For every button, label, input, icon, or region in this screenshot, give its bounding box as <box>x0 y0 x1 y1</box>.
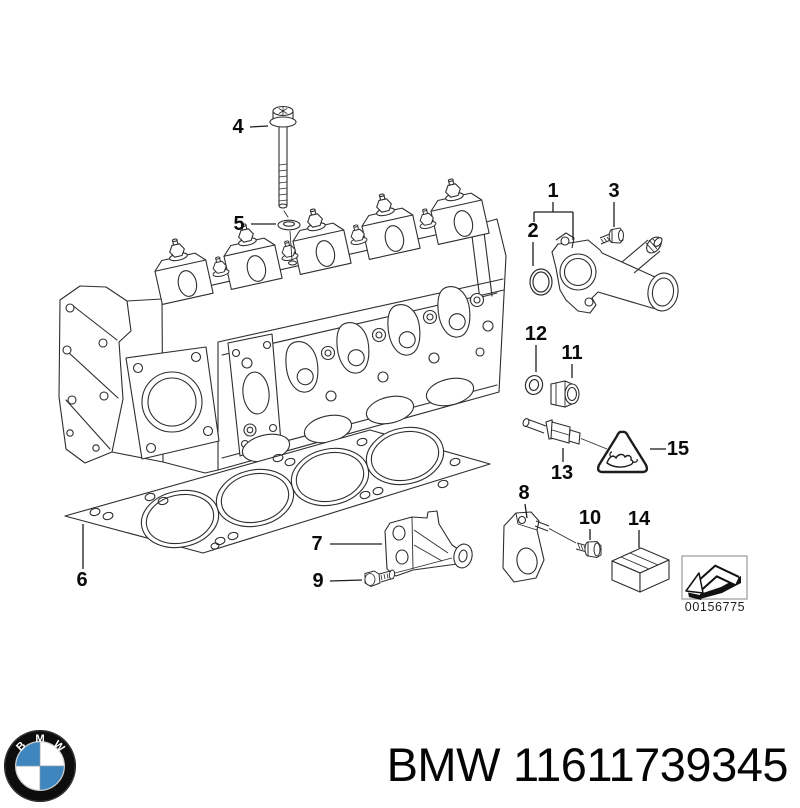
callout-1: 1 <box>547 180 559 202</box>
callout-15: 15 <box>666 438 690 460</box>
logo-letter-m: M <box>35 733 44 745</box>
callout-2: 2 <box>527 220 539 242</box>
bolt-part10 <box>575 540 602 559</box>
part-number-caption: BMW 11611739345 <box>386 738 789 791</box>
part-number: 11611739345 <box>512 738 789 791</box>
callout-14: 14 <box>627 508 651 530</box>
callout-13: 13 <box>550 462 574 484</box>
callout-6: 6 <box>76 569 88 591</box>
callout-3: 3 <box>608 180 620 202</box>
head-port-openings <box>241 282 494 437</box>
brand-name: BMW <box>386 738 501 791</box>
temperature-sensor-part13 <box>522 418 608 450</box>
washer-part5 <box>277 219 301 266</box>
return-arrow-icon <box>685 564 741 600</box>
callout-8: 8 <box>518 482 530 504</box>
o-ring-part2 <box>529 268 553 296</box>
callout-12: 12 <box>524 323 548 345</box>
leader-lines <box>82 125 666 582</box>
head-chamber-openings <box>241 377 475 463</box>
stamp-box <box>681 555 748 600</box>
block-part14 <box>611 547 670 593</box>
sealing-ring-part12 <box>524 374 544 396</box>
screw-plug-part11 <box>550 380 580 408</box>
callout-10: 10 <box>578 507 602 529</box>
callout-9: 9 <box>312 570 324 592</box>
bolt-part3 <box>599 227 624 245</box>
coolant-flange-part1 <box>551 232 679 314</box>
head-bolt-part4 <box>269 105 297 218</box>
callout-5: 5 <box>233 213 245 235</box>
bolt-part9 <box>364 557 453 588</box>
callout-7: 7 <box>311 533 323 555</box>
head-front-flange <box>125 346 220 460</box>
bmw-logo: B M W <box>3 729 77 803</box>
stamp-code: 00156775 <box>684 600 746 614</box>
callout-11: 11 <box>561 342 583 364</box>
warning-triangle-icon <box>596 430 649 474</box>
head-left-flange <box>58 285 164 464</box>
callout-4: 4 <box>232 116 244 138</box>
engine-mount-bracket-part7 <box>384 510 473 577</box>
bracket-part8 <box>502 511 577 583</box>
cylinder-head-drawing <box>58 174 507 474</box>
head-gasket-part6 <box>64 419 491 556</box>
